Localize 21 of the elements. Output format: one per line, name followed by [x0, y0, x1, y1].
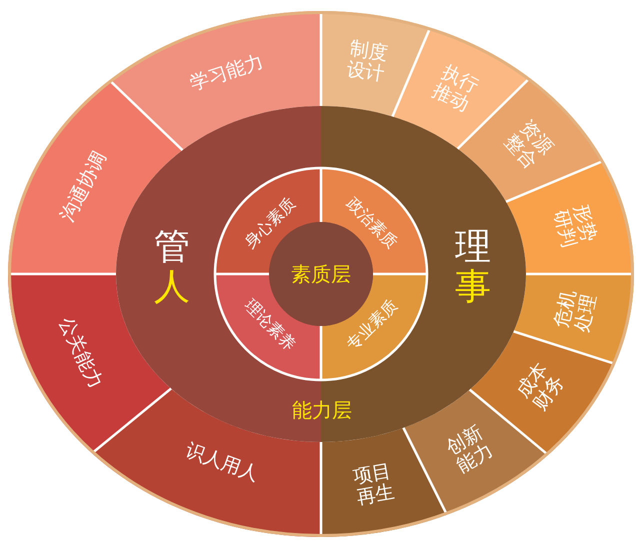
segment-label: 学习能力	[188, 51, 267, 95]
layer-label: 能力层	[292, 398, 352, 422]
segment-label: 执行推动	[428, 62, 482, 118]
segment-label: 形势研判	[548, 202, 600, 251]
segment-label: 资源整合	[499, 116, 558, 174]
segment-label: 成本财务	[512, 359, 570, 416]
segment-label: 政治素质	[342, 194, 401, 252]
segment-label: 创新能力	[442, 422, 498, 478]
segment-label: 专业素质	[342, 296, 401, 354]
vertical-label: 理事	[455, 227, 491, 307]
segment-label: 理论素养	[241, 296, 300, 354]
segment-label: 识人用人	[182, 440, 262, 486]
segment-label: 制度设计	[344, 38, 390, 86]
segment-label: 身心素质	[241, 194, 300, 252]
segment-label: 危机处理	[551, 288, 601, 335]
segment-label: 项目再生	[351, 460, 397, 510]
vertical-label: 管人	[154, 227, 190, 307]
segment-label: 公关能力	[54, 314, 106, 392]
ring-segment	[321, 427, 447, 537]
segment-label: 沟通协调	[56, 148, 112, 226]
center-label: 素质层	[291, 262, 351, 286]
